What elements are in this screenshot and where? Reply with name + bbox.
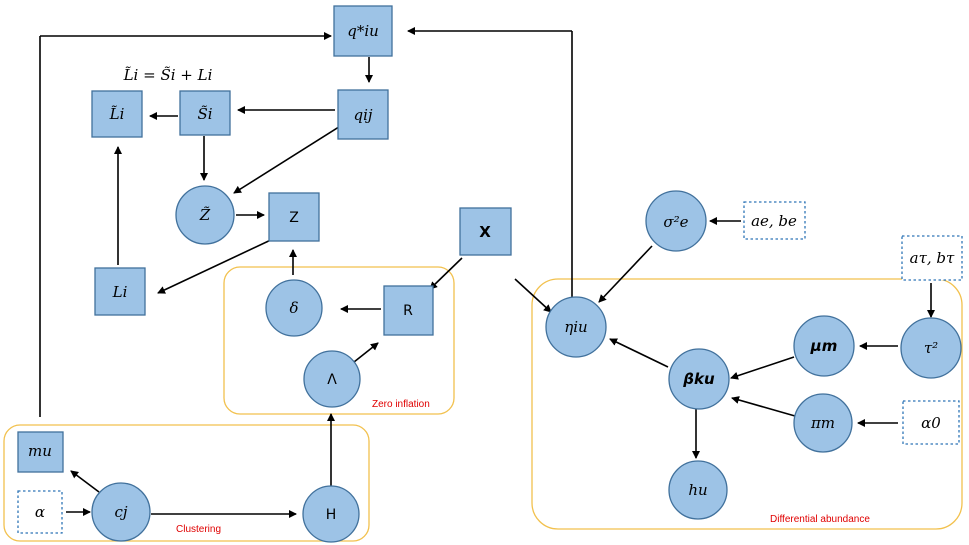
node-h-label: H [326, 507, 337, 523]
node-h-u: hu [668, 460, 728, 520]
edge-sigma-eta [598, 245, 653, 303]
node-x-label: X [479, 223, 491, 241]
plate-zero-inflation-label: Zero inflation [372, 399, 430, 410]
node-x: X [459, 207, 512, 256]
node-lambda-label: Λ [327, 372, 337, 388]
node-l-tilde-label: L̃i [109, 105, 125, 123]
edge-x-r [429, 257, 463, 290]
hyper-alpha-label: α [35, 503, 45, 521]
node-r-label: R [403, 303, 413, 319]
node-q-star-label: q*iu [347, 22, 379, 40]
node-c-j-label: cj [114, 503, 127, 521]
node-eta-label: ηiu [564, 318, 587, 336]
node-eta: ηiu [545, 296, 607, 358]
node-l-i-label: Li [112, 283, 128, 301]
node-l-tilde: L̃i [91, 90, 143, 138]
node-delta: δ [265, 279, 323, 337]
node-c-j: cj [91, 482, 151, 542]
plate-zero-inflation: Zero inflation [223, 266, 455, 415]
node-sigma2-label: σ²e [663, 213, 688, 231]
node-h: H [302, 485, 360, 543]
edge-mum-beta [730, 356, 795, 380]
node-beta-label: βku [682, 370, 715, 388]
node-h-u-label: hu [688, 481, 707, 499]
node-s-tilde-label: S̃i [197, 105, 212, 123]
edge-pim-beta [731, 396, 796, 417]
node-delta-label: δ [289, 299, 298, 317]
node-z-label: Z [289, 210, 299, 226]
hyper-alpha: α [17, 490, 63, 534]
node-z-tilde: Z̃ [175, 185, 235, 245]
edges [39, 27, 935, 518]
node-m-u: mu [17, 431, 64, 473]
node-pi-m-label: πm [810, 414, 835, 432]
plate-clustering: Clustering [3, 424, 370, 542]
node-tau2-label: τ² [924, 339, 938, 357]
edge-z-li [157, 237, 276, 294]
hyper-alpha0: α0 [902, 400, 960, 445]
node-r: R [383, 285, 434, 336]
edge-qij-ztilde [233, 124, 343, 194]
hyper-alpha0-label: α0 [921, 414, 941, 432]
hyper-atau-btau-label: aτ, bτ [910, 249, 955, 267]
hyper-ae-be-label: ae, be [751, 212, 797, 230]
hyper-atau-btau: aτ, bτ [901, 235, 963, 281]
node-z-tilde-label: Z̃ [199, 206, 211, 224]
plate-differential-abundance: Differential abundance [531, 278, 963, 530]
node-sigma2: σ²e [645, 190, 707, 252]
hyper-ae-be: ae, be [743, 201, 806, 240]
node-s-tilde: S̃i [179, 90, 231, 136]
node-z: Z [268, 192, 320, 242]
node-q-star: q*iu [333, 5, 393, 57]
node-beta: βku [668, 348, 730, 410]
edge-cj-mu [70, 470, 100, 493]
edge-beta-eta [609, 338, 669, 368]
node-q-ij-label: qij [353, 106, 372, 124]
plate-clustering-label: Clustering [176, 524, 221, 535]
edge-lambda-r [353, 342, 379, 363]
node-lambda: Λ [303, 350, 361, 408]
node-mu-m: μm [793, 315, 855, 377]
equation-label: L̃i = S̃i + Li [123, 66, 213, 84]
node-m-u-label: mu [28, 442, 52, 460]
node-q-ij: qij [337, 89, 389, 140]
edge-x-eta [514, 278, 552, 313]
plate-differential-label: Differential abundance [770, 514, 870, 525]
node-l-i: Li [94, 267, 146, 316]
node-mu-m-label: μm [810, 337, 838, 355]
node-pi-m: πm [793, 393, 853, 453]
node-tau2: τ² [900, 317, 962, 379]
